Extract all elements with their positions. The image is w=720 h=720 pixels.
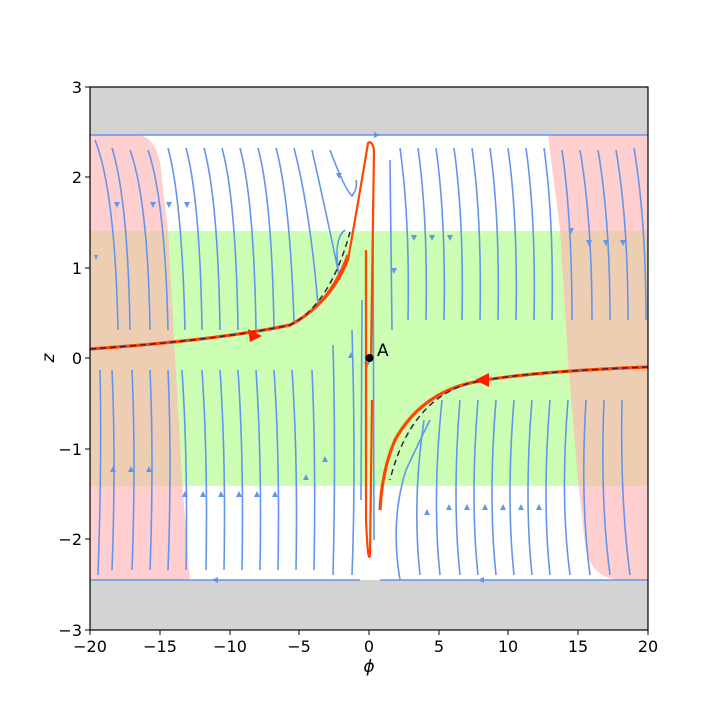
y-axis: 3 2 1 0 −1 −2 −3 z — [39, 78, 90, 640]
y-tick-label: −1 — [58, 440, 82, 459]
pink-right-region — [548, 135, 648, 580]
y-axis-label: z — [39, 352, 59, 363]
x-axis: −20 −15 −10 −5 0 5 10 15 20 ϕ — [73, 630, 658, 677]
fixed-point-a — [365, 354, 374, 362]
x-tick-label: 20 — [638, 637, 658, 656]
y-tick-label: 3 — [72, 78, 82, 97]
y-tick-label: −2 — [58, 530, 82, 549]
asymptotic-approximation — [90, 231, 648, 481]
forbidden-bottom-region — [90, 580, 648, 630]
forbidden-top-region — [90, 87, 648, 135]
y-tick-label: 1 — [72, 259, 82, 278]
trajectory-direction-arrows — [248, 329, 489, 387]
plot-area: A — [90, 87, 648, 630]
x-tick-label: 0 — [364, 637, 374, 656]
x-tick-label: −15 — [143, 637, 177, 656]
fixed-point-a-label: A — [377, 341, 389, 361]
pink-left-region — [90, 135, 190, 580]
y-tick-label: 2 — [72, 168, 82, 187]
x-tick-label: −10 — [213, 637, 247, 656]
streamline-arrows — [94, 132, 626, 583]
x-tick-label: 10 — [498, 637, 518, 656]
x-tick-label: 15 — [568, 637, 588, 656]
y-tick-label: −3 — [58, 621, 82, 640]
x-axis-label: ϕ — [363, 657, 374, 677]
y-tick-label: 0 — [72, 349, 82, 368]
x-tick-label: −20 — [73, 637, 107, 656]
x-tick-label: −5 — [287, 637, 311, 656]
streamlines — [90, 134, 648, 581]
x-tick-label: 5 — [434, 637, 444, 656]
